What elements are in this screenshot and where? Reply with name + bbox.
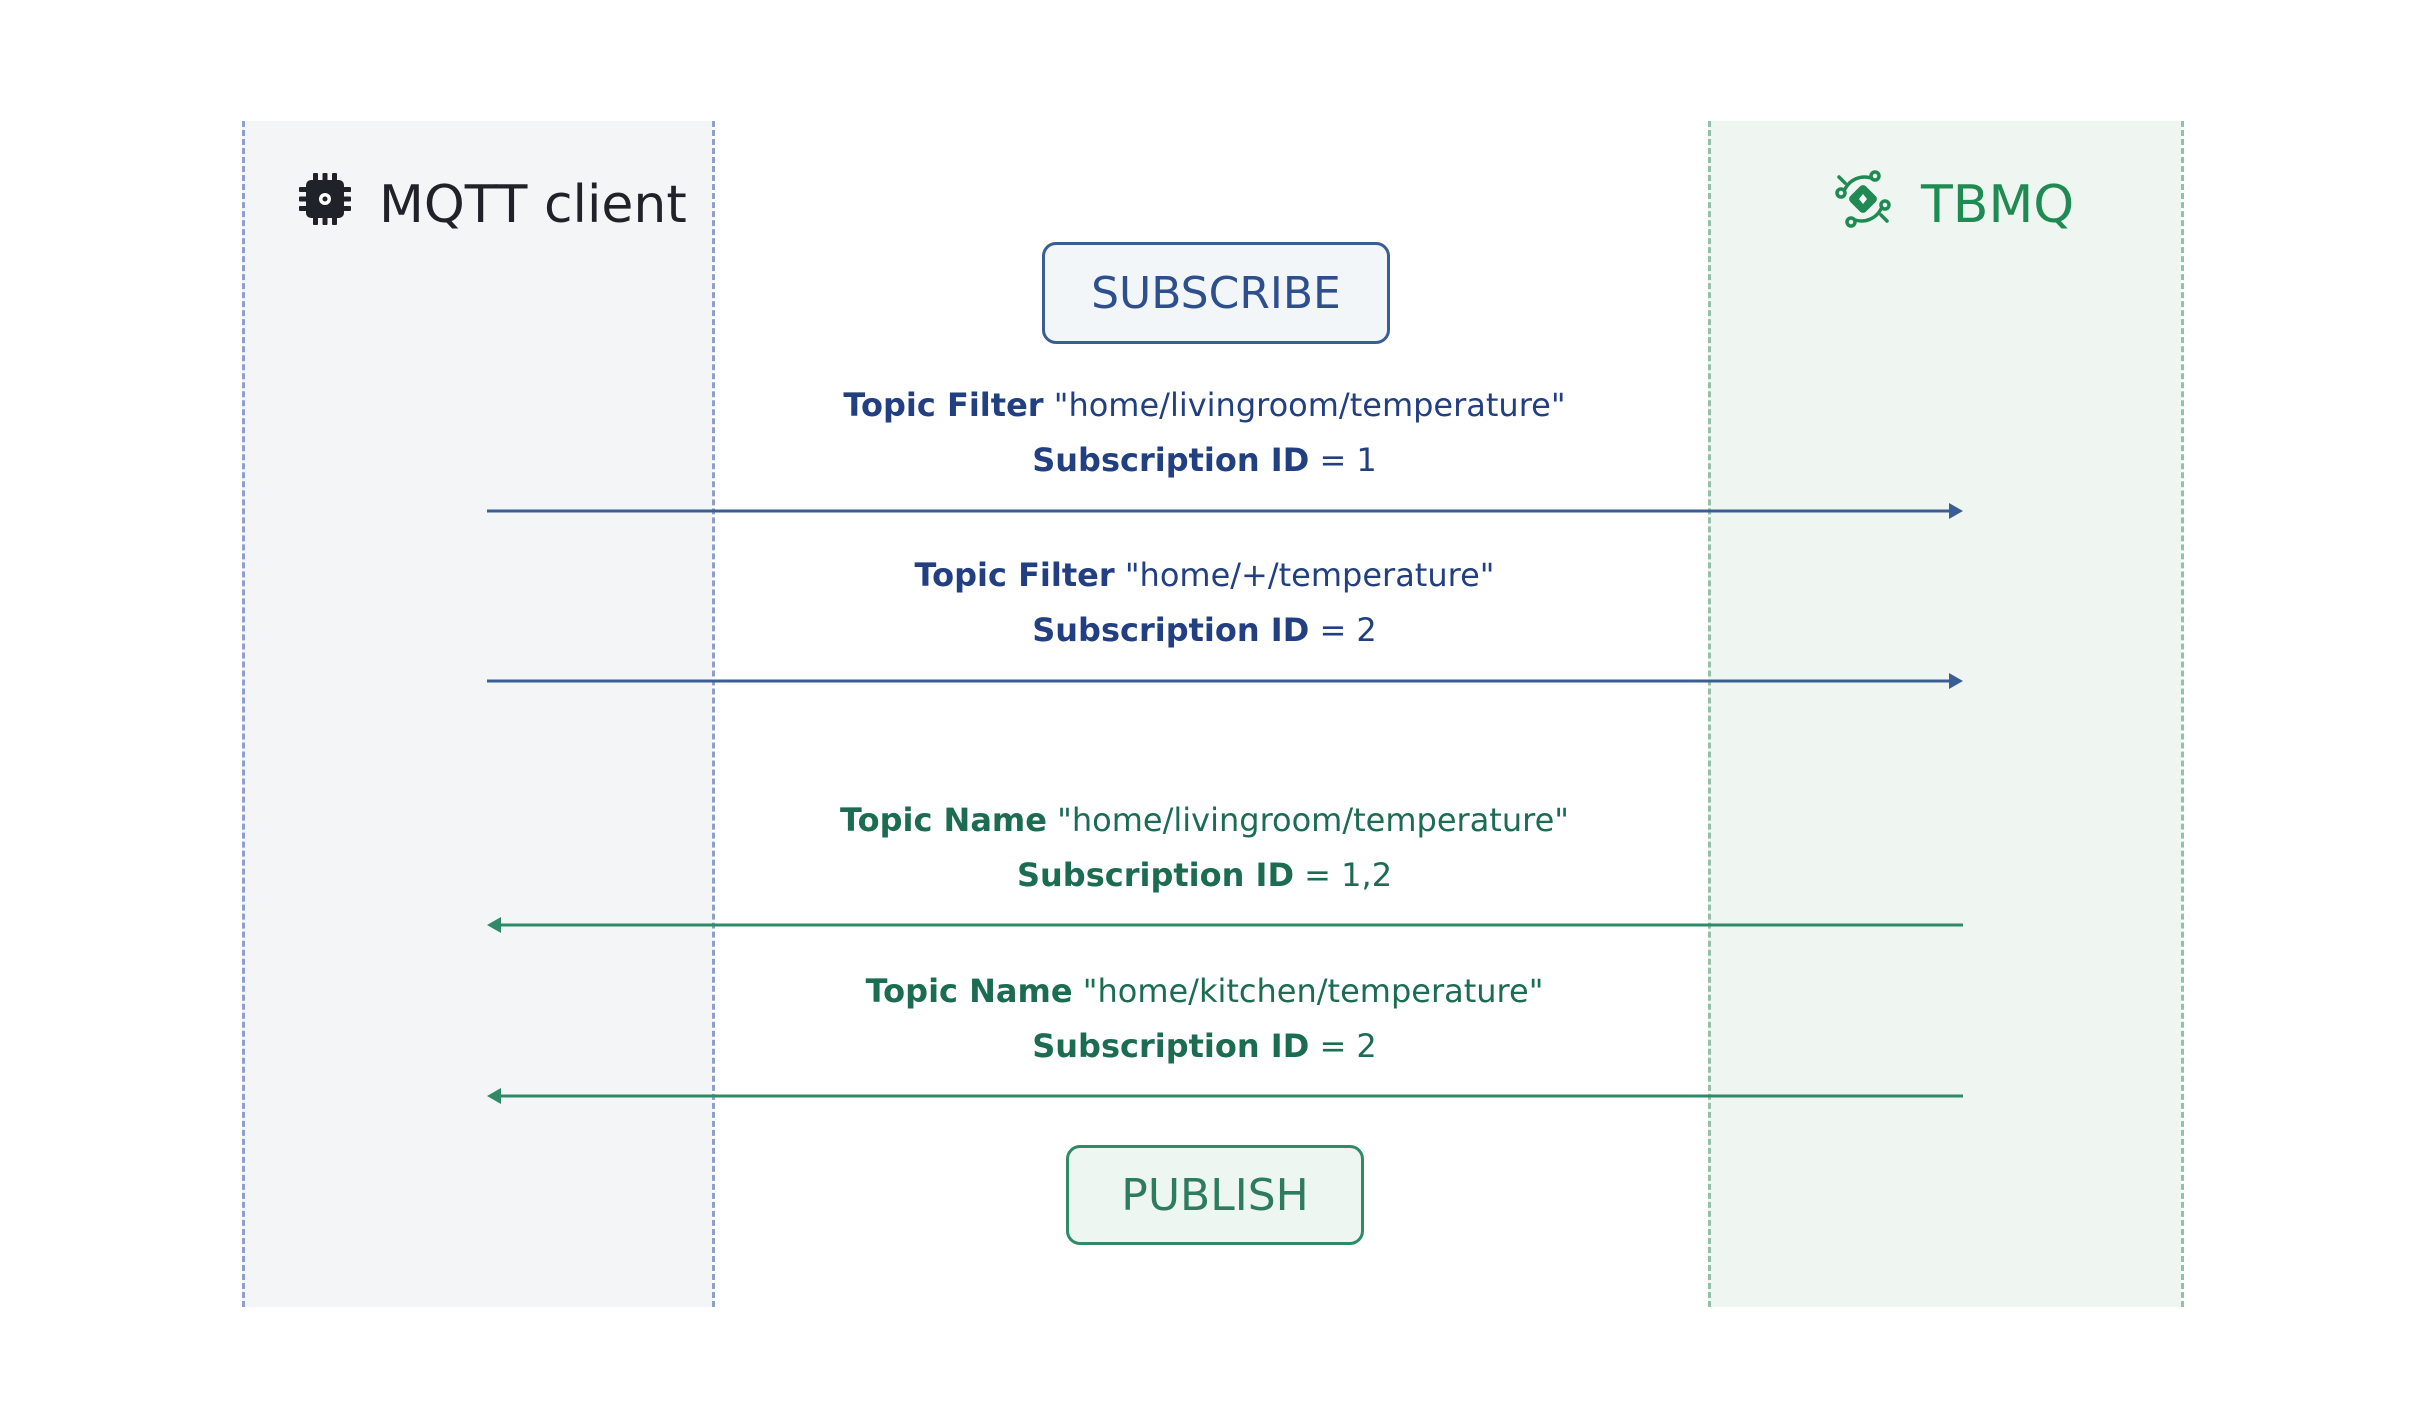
tbmq-label: TBMQ — [1921, 175, 2075, 235]
subscription-id-value: = 2 — [1309, 1027, 1377, 1065]
subscribe-arrow-1 — [487, 503, 1963, 519]
subscribe-2-topic: Topic Filter "home/+/temperature" — [0, 556, 2409, 594]
subscribe-1-topic: Topic Filter "home/livingroom/temperatur… — [0, 386, 2409, 424]
subscribe-2-id: Subscription ID = 2 — [0, 611, 2409, 649]
mqtt-client-label: MQTT client — [379, 175, 687, 235]
publish-1-id: Subscription ID = 1,2 — [0, 856, 2409, 894]
client-lane-left-border — [242, 121, 245, 1307]
broker-lane-right-border — [2181, 121, 2184, 1307]
tbmq-title: TBMQ — [1831, 169, 2075, 236]
tbmq-logo-icon — [1831, 167, 1895, 244]
subscription-id-key: Subscription ID — [1016, 856, 1294, 894]
subscription-id-value: = 1 — [1309, 441, 1377, 479]
topic-filter-key: Topic Filter — [914, 556, 1115, 594]
subscription-id-key: Subscription ID — [1032, 611, 1310, 649]
topic-name-value: "home/livingroom/temperature" — [1046, 801, 1569, 839]
broker-lane-left-border — [1708, 121, 1711, 1307]
subscription-id-value: = 2 — [1309, 611, 1377, 649]
topic-filter-value: "home/+/temperature" — [1114, 556, 1495, 594]
mqtt-client-title: MQTT client — [297, 172, 687, 236]
publish-2-id: Subscription ID = 2 — [0, 1027, 2409, 1065]
topic-name-key: Topic Name — [865, 972, 1073, 1010]
subscription-id-key: Subscription ID — [1032, 1027, 1310, 1065]
publish-2-topic: Topic Name "home/kitchen/temperature" — [0, 972, 2409, 1010]
subscription-id-key: Subscription ID — [1032, 441, 1310, 479]
publish-badge: PUBLISH — [1066, 1145, 1364, 1245]
publish-1-topic: Topic Name "home/livingroom/temperature" — [0, 801, 2409, 839]
topic-filter-key: Topic Filter — [843, 386, 1044, 424]
mqtt-client-lane — [242, 121, 712, 1307]
publish-arrow-1 — [487, 917, 1963, 933]
topic-name-key: Topic Name — [840, 801, 1047, 839]
topic-filter-value: "home/livingroom/temperature" — [1043, 386, 1566, 424]
topic-name-value: "home/kitchen/temperature" — [1072, 972, 1544, 1010]
chip-icon — [297, 171, 353, 240]
tbmq-lane — [1708, 121, 2181, 1307]
subscription-id-value: = 1,2 — [1294, 856, 1393, 894]
subscribe-1-id: Subscription ID = 1 — [0, 441, 2409, 479]
client-lane-right-border — [712, 121, 715, 1307]
publish-arrow-2 — [487, 1088, 1963, 1104]
subscribe-arrow-2 — [487, 673, 1963, 689]
subscribe-badge: SUBSCRIBE — [1042, 242, 1390, 344]
